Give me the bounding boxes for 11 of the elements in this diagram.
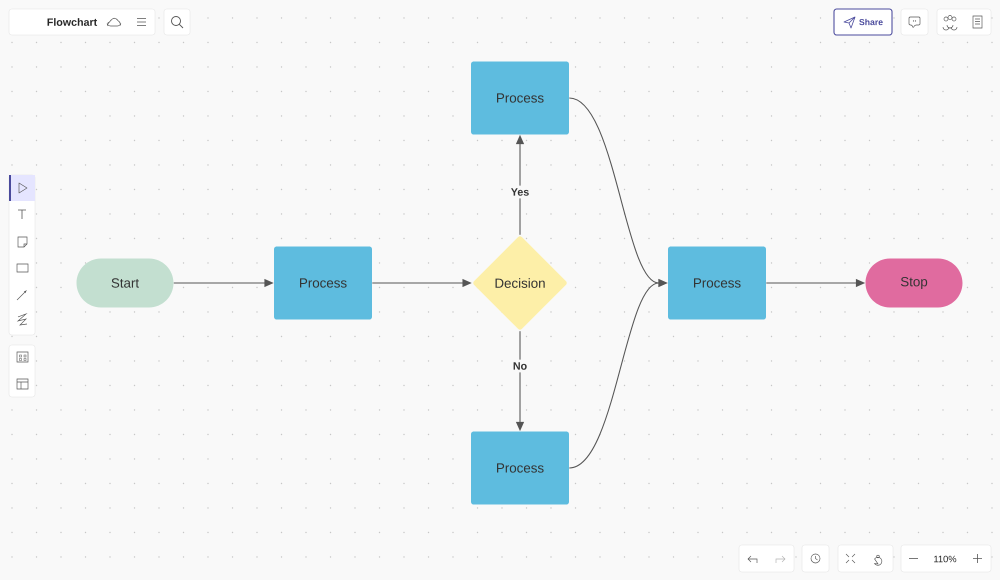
process-box: Process (471, 62, 569, 134)
terminal-pill: Start (76, 258, 174, 308)
process-box: Process (471, 432, 569, 504)
share-button: Share (833, 8, 893, 36)
process-box: Process (668, 246, 766, 320)
document-title: Flowchart (48, 18, 98, 26)
terminal-pill: Stop (866, 258, 962, 308)
edge-label: No (510, 360, 530, 372)
process-box: Process (274, 246, 372, 320)
edge-label: Yes (508, 186, 532, 198)
zoom-level: 110% (934, 556, 956, 562)
